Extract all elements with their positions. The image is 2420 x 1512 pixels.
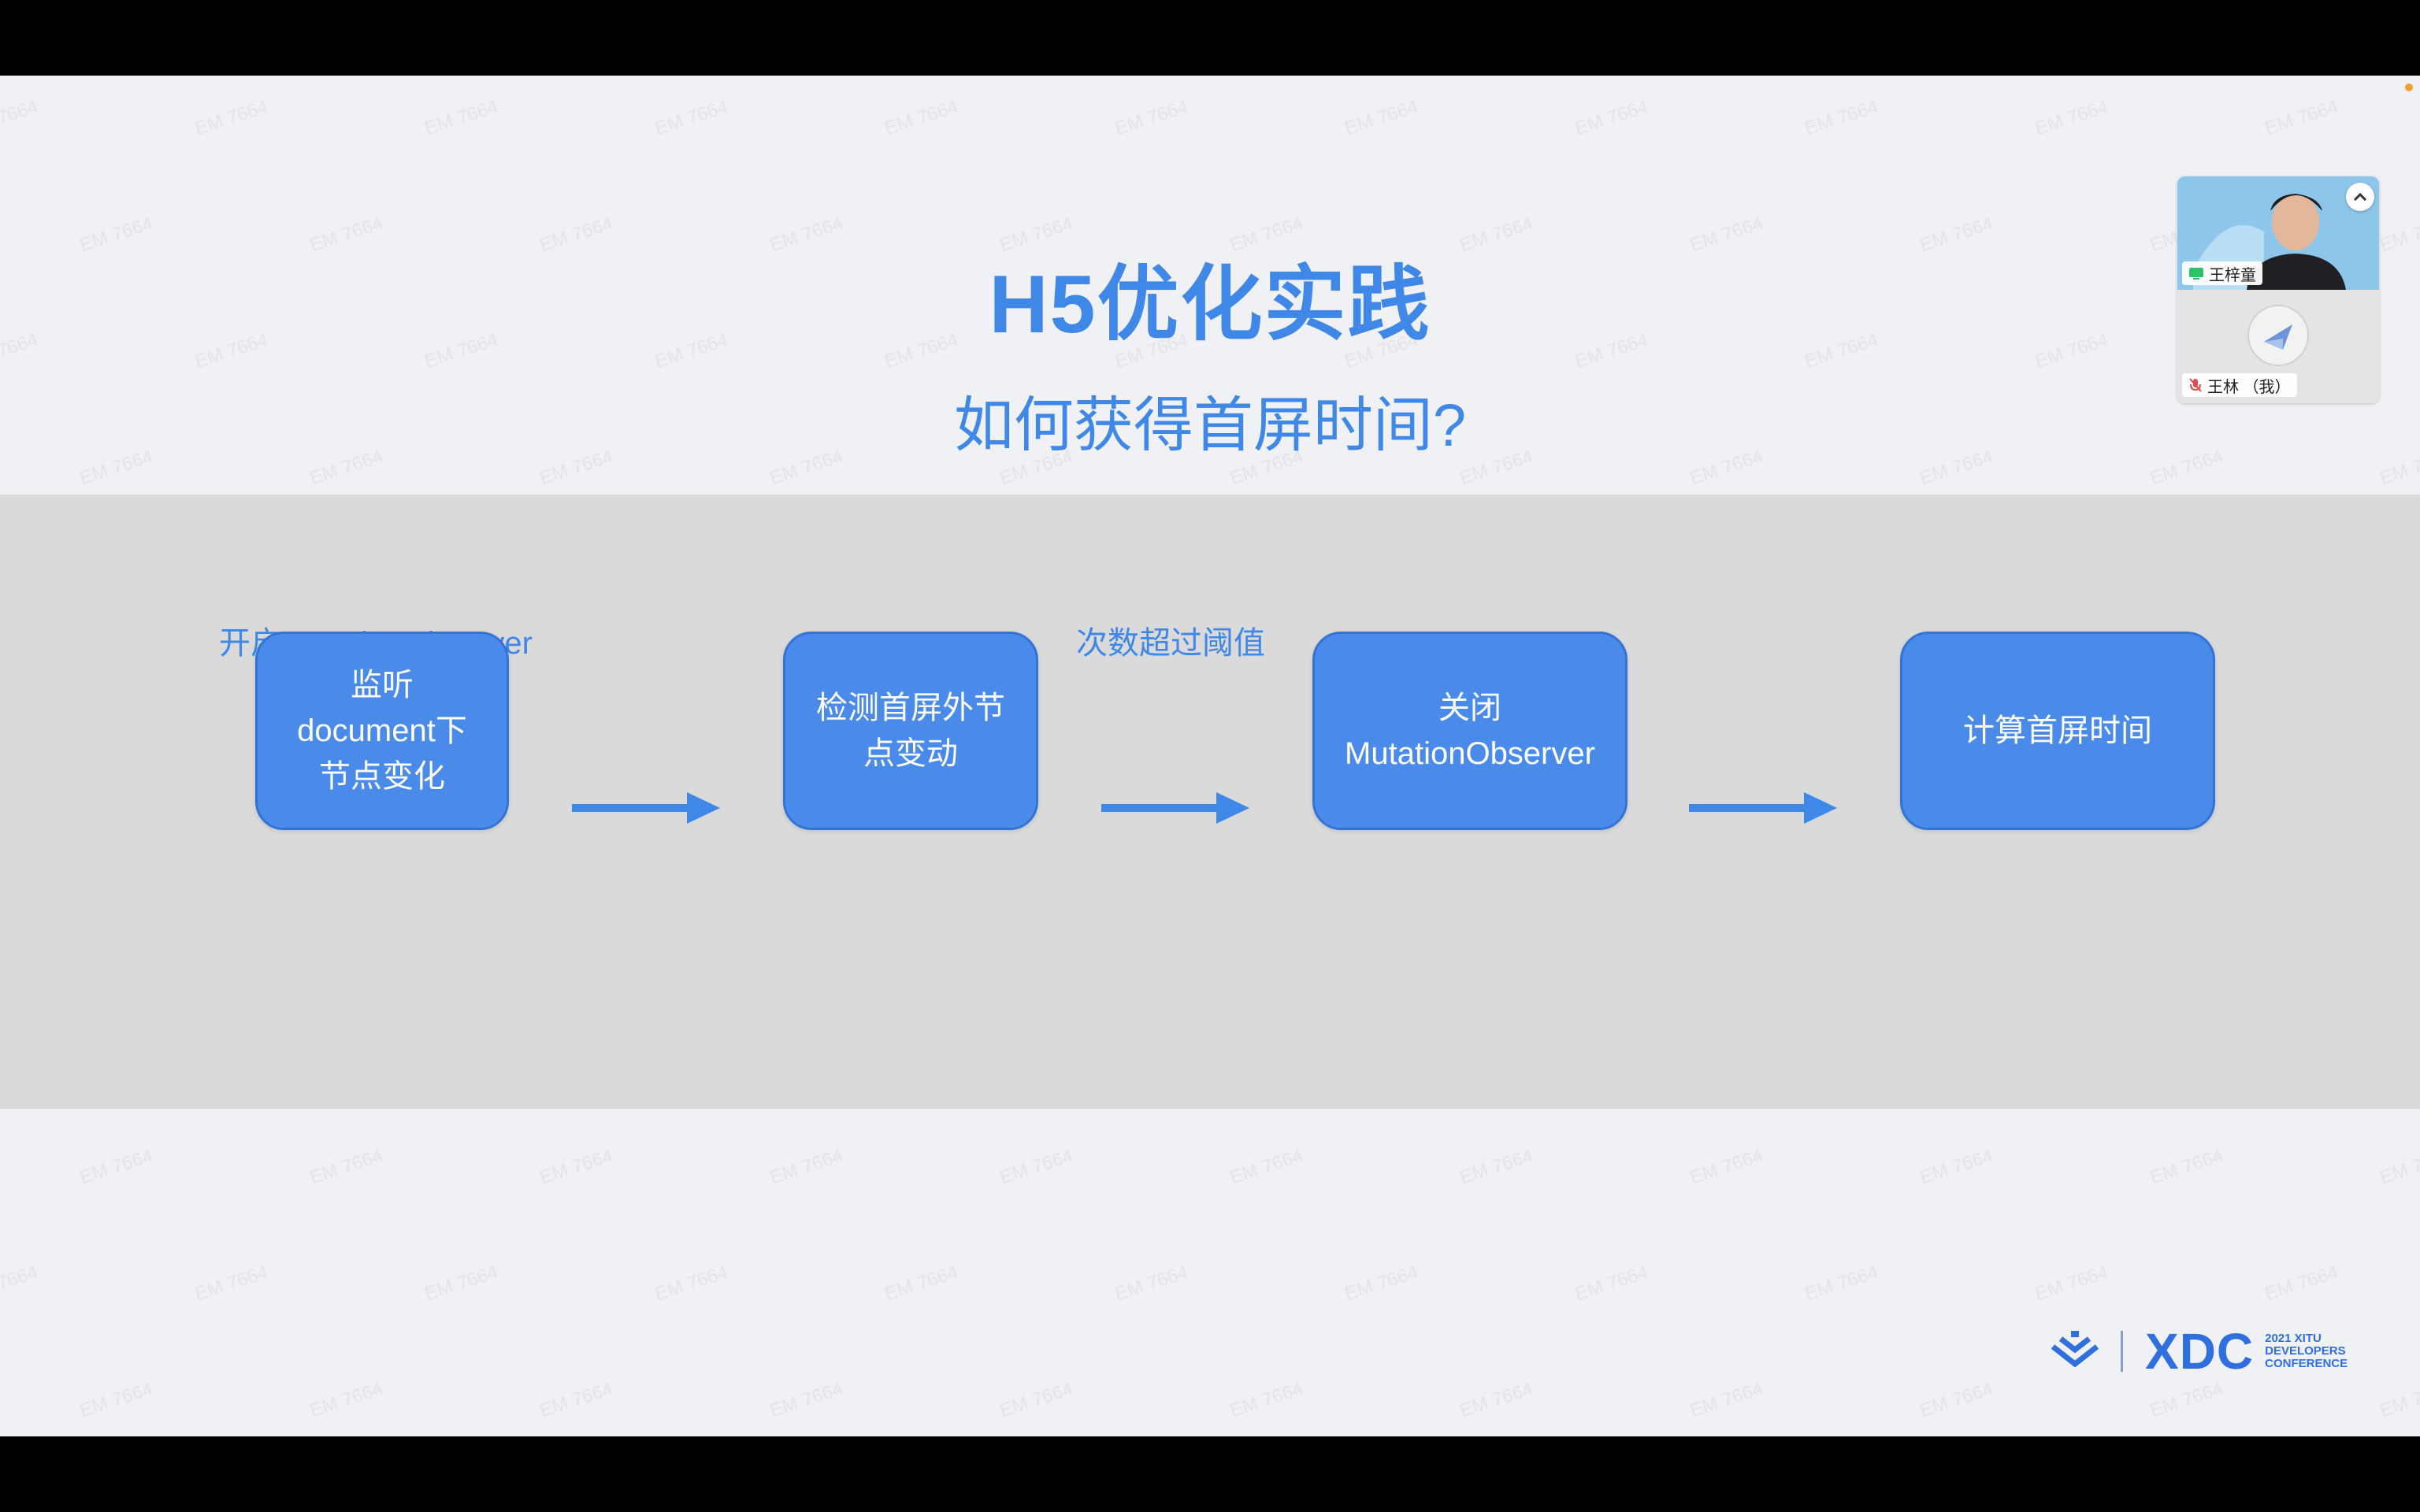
watermark-text: EM 7664 <box>192 95 271 140</box>
mic-muted-icon <box>2189 378 2202 392</box>
watermark-text: EM 7664 <box>2032 1261 2111 1306</box>
watermark-text: EM 7664 <box>1227 1144 1306 1189</box>
step-line: 点变动 <box>863 736 958 771</box>
watermark-text: EM 7664 <box>767 1144 846 1189</box>
logo-mark: XDC <box>2145 1323 2255 1380</box>
flow-step-compute-time: 计算首屏时间 <box>1900 632 2215 830</box>
self-name-tag: 王林 （我） <box>2182 373 2297 397</box>
watermark-text: EM 7664 <box>2377 1144 2420 1189</box>
watermark-text: EM 7664 <box>2377 1377 2420 1422</box>
logo-caption: 2021 XITU DEVELOPERS CONFERENCE <box>2265 1332 2348 1370</box>
speaker-name: 王梓童 <box>2209 266 2256 284</box>
speaker-video-tile[interactable]: 王梓童 <box>2177 176 2379 290</box>
self-name: 王林 （我） <box>2207 378 2291 396</box>
label-threshold: 次数超过阈值 <box>1076 626 1265 661</box>
watermark-text: EM 7664 <box>1342 95 1421 140</box>
watermark-text: EM 7664 <box>77 1144 156 1189</box>
watermark-text: EM 7664 <box>1342 1261 1421 1306</box>
step-line: document下 <box>297 713 467 748</box>
watermark-text: EM 7664 <box>77 1377 156 1422</box>
watermark-text: EM 7664 <box>767 1377 846 1422</box>
flow-step-detect: 检测首屏外节 点变动 <box>783 632 1038 830</box>
watermark-text: EM 7664 <box>882 1261 961 1306</box>
watermark-text: EM 7664 <box>1572 95 1651 140</box>
step-line: MutationObserver <box>1345 736 1595 771</box>
watermark-text: EM 7664 <box>2147 1144 2226 1189</box>
step-line: 检测首屏外节 <box>816 691 1005 725</box>
flow-arrow-3 <box>1689 792 1837 824</box>
slide-title: H5优化实践 <box>989 259 1431 350</box>
speaker-name-tag: 王梓童 <box>2182 261 2262 285</box>
watermark-text: EM 7664 <box>1802 1261 1881 1306</box>
flow-arrow-1 <box>572 792 720 824</box>
watermark-text: EM 7664 <box>2262 1261 2341 1306</box>
watermark-text: EM 7664 <box>307 1377 386 1422</box>
watermark-text: EM 7664 <box>1112 95 1191 140</box>
watermark-text: EM 7664 <box>1112 1261 1191 1306</box>
step-line: 节点变化 <box>318 759 445 794</box>
watermark-text: EM 7664 <box>2147 1377 2226 1422</box>
watermark-text: EM 7664 <box>1802 95 1881 140</box>
watermark-text: EM 7664 <box>997 1377 1076 1422</box>
logo-line: 2021 XITU <box>2265 1332 2322 1345</box>
watermark-text: EM 7664 <box>1917 1144 1996 1189</box>
watermark-text: EM 7664 <box>1227 1377 1306 1422</box>
watermark-text: EM 7664 <box>2032 95 2111 140</box>
watermark-text: EM 7664 <box>537 1144 616 1189</box>
logo-line: DEVELOPERS <box>2265 1344 2346 1358</box>
self-video-tile[interactable]: 王林 （我） <box>2177 290 2379 403</box>
watermark-text: EM 7664 <box>997 1144 1076 1189</box>
juejin-logo-icon <box>2051 1331 2099 1368</box>
watermark-text: EM 7664 <box>652 1261 731 1306</box>
watermark-text: EM 7664 <box>1457 1144 1536 1189</box>
watermark-text: EM 7664 <box>0 95 41 139</box>
step-line: 监听 <box>350 668 414 702</box>
self-avatar-icon <box>2247 305 2309 366</box>
logo-line: CONFERENCE <box>2265 1357 2348 1370</box>
logo-divider <box>2121 1331 2123 1372</box>
recording-indicator <box>2405 83 2413 91</box>
slide-subtitle: 如何获得首屏时间? <box>953 392 1467 459</box>
watermark-text: EM 7664 <box>1917 1377 1996 1422</box>
watermark-text: EM 7664 <box>652 95 731 140</box>
flow-arrow-2 <box>1101 792 1249 824</box>
step-line: 关闭 <box>1438 691 1501 725</box>
video-panel: 王梓童 王林 （我） <box>2177 176 2379 403</box>
watermark-text: EM 7664 <box>1457 1377 1536 1422</box>
watermark-text: EM 7664 <box>307 1144 386 1189</box>
watermark-text: EM 7664 <box>1572 1261 1651 1306</box>
watermark-text: EM 7664 <box>422 1261 501 1306</box>
flow-step-close-observer: 关闭 MutationObserver <box>1312 632 1628 830</box>
watermark-text: EM 7664 <box>0 1261 41 1305</box>
watermark-text: EM 7664 <box>422 95 501 140</box>
watermark-text: EM 7664 <box>192 1261 271 1306</box>
watermark-text: EM 7664 <box>537 1377 616 1422</box>
step-line: 计算首屏时间 <box>1963 713 2152 748</box>
flow-step-listen: 监听 document下 节点变化 <box>255 632 509 830</box>
xdc-logo: XDC 2021 XITU DEVELOPERS CONFERENCE <box>2048 1323 2348 1380</box>
watermark-text: EM 7664 <box>1687 1144 1766 1189</box>
screen-share-icon <box>2189 268 2203 280</box>
watermark-text: EM 7664 <box>882 95 961 140</box>
chevron-up-icon[interactable] <box>2346 183 2374 211</box>
watermark-text: EM 7664 <box>2262 95 2341 140</box>
watermark-text: EM 7664 <box>1687 1377 1766 1422</box>
